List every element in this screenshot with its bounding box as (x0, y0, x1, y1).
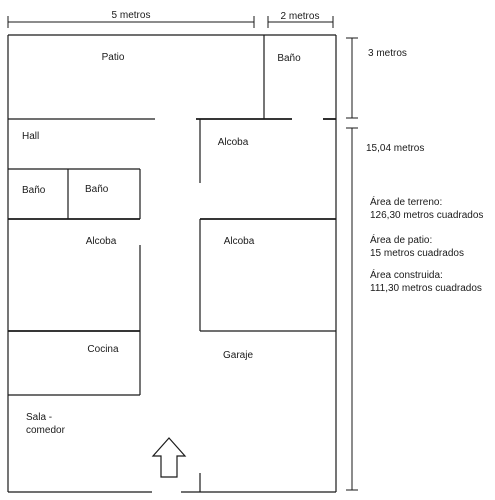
room-label-sala-line2: comedor (26, 425, 66, 436)
entrance-arrow-up-icon (151, 437, 187, 478)
room-label-bano-top: Baño (277, 53, 301, 64)
room-label-sala-line1: Sala - (26, 412, 52, 423)
dim-label-right-main: 15,04 metros (366, 143, 424, 154)
room-label-alcoba-left: Alcoba (86, 236, 117, 247)
area-patio-value: 15 metros cuadrados (370, 248, 464, 259)
dim-label-right-top: 3 metros (368, 48, 407, 59)
dimension-labels: 5 metros 2 metros 3 metros 15,04 metros (112, 10, 425, 154)
room-label-cocina: Cocina (87, 344, 119, 355)
area-patio-label: Área de patio: (370, 233, 432, 246)
room-label-alcoba-mid-right: Alcoba (224, 236, 255, 247)
area-summary: Área de terreno: 126,30 metros cuadrados… (370, 195, 483, 294)
room-label-garaje: Garaje (223, 350, 253, 361)
room-label-alcoba-upper-right: Alcoba (218, 137, 249, 148)
dim-label-top-right: 2 metros (281, 11, 320, 22)
dim-label-top-left: 5 metros (112, 10, 151, 21)
room-labels: Patio Baño Hall Alcoba Baño Baño Alcoba … (22, 52, 301, 436)
walls (7, 34, 337, 493)
room-label-bano-left-1: Baño (22, 185, 46, 196)
room-label-patio: Patio (102, 52, 125, 63)
area-terreno-value: 126,30 metros cuadrados (370, 210, 483, 221)
room-label-hall: Hall (22, 131, 39, 142)
room-label-bano-left-2: Baño (85, 184, 109, 195)
dimension-lines (7, 16, 358, 491)
area-terreno-label: Área de terreno: (370, 195, 442, 208)
area-construida-label: Área construida: (370, 268, 443, 281)
area-construida-value: 111,30 metros cuadrados (370, 283, 482, 294)
